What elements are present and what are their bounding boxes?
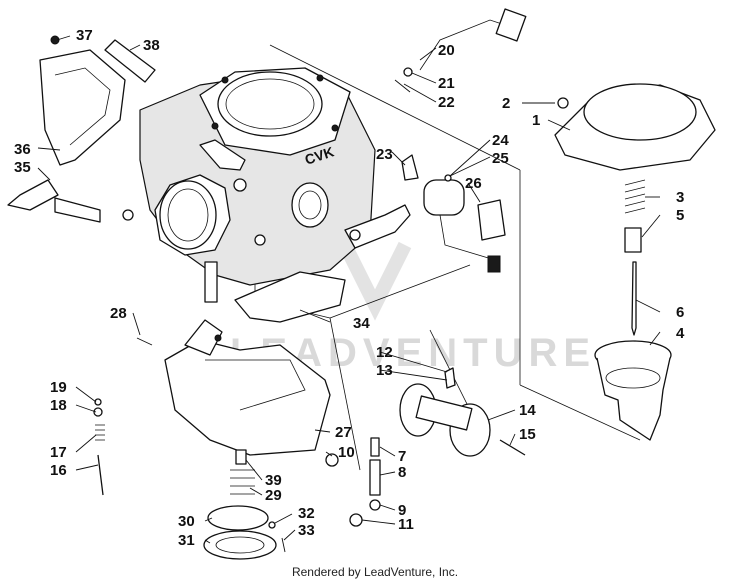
callout-12[interactable]: 12	[376, 344, 393, 361]
part-1-top-cover[interactable]	[554, 83, 716, 171]
callout-36[interactable]: 36	[14, 141, 31, 158]
callout-38[interactable]: 38	[143, 37, 160, 54]
part-31-cover[interactable]	[203, 530, 277, 560]
callout-5[interactable]: 5	[676, 207, 684, 224]
part-29-spring[interactable]	[230, 469, 255, 495]
part-35-cable[interactable]	[7, 179, 134, 223]
part-36-cover[interactable]	[39, 35, 126, 166]
callout-2[interactable]: 2	[502, 95, 510, 112]
callout-22[interactable]: 22	[438, 94, 455, 111]
part-33-screw[interactable]	[281, 537, 286, 553]
part-32-washer[interactable]	[268, 521, 276, 529]
part-4-slide[interactable]	[594, 340, 672, 441]
watermark-logo	[338, 241, 412, 321]
callout-28[interactable]: 28	[110, 305, 127, 322]
part-34-gasket[interactable]	[234, 271, 346, 323]
part-24-screw[interactable]	[444, 174, 452, 182]
part-19-o-ring[interactable]	[94, 398, 102, 406]
callout-19[interactable]: 19	[50, 379, 67, 396]
callout-1[interactable]: 1	[532, 112, 540, 129]
callout-18[interactable]: 18	[50, 397, 67, 414]
callout-20[interactable]: 20	[438, 42, 455, 59]
part-2-screw[interactable]	[557, 97, 569, 109]
callout-3[interactable]: 3	[676, 189, 684, 206]
part-27-float-bowl[interactable]	[164, 319, 331, 456]
part-8-needle-jet[interactable]	[369, 459, 381, 496]
part-30-diaphragm[interactable]	[207, 505, 269, 531]
part-15-float-pin[interactable]	[499, 439, 526, 456]
callout-10[interactable]: 10	[338, 444, 355, 461]
part-39-fitting[interactable]	[235, 449, 247, 465]
callout-33[interactable]: 33	[298, 522, 315, 539]
part-23-clip[interactable]	[401, 154, 419, 181]
callout-32[interactable]: 32	[298, 505, 315, 522]
callout-34[interactable]: 34	[353, 315, 370, 332]
callouts: 37 38 36 35 20 21 22 2 1 3 5 6 4 23 24 2…	[14, 27, 685, 549]
callout-29[interactable]: 29	[265, 487, 282, 504]
callout-39[interactable]: 39	[265, 472, 282, 489]
part-17-spring[interactable]	[95, 424, 105, 441]
part-28-screw[interactable]	[136, 337, 153, 346]
part-18-washer[interactable]	[93, 407, 103, 417]
callout-14[interactable]: 14	[519, 402, 536, 419]
credit-text: Rendered by LeadVenture, Inc.	[291, 565, 459, 579]
callout-21[interactable]: 21	[438, 75, 455, 92]
part-11-plug[interactable]	[349, 513, 363, 527]
callout-25[interactable]: 25	[492, 150, 509, 167]
callout-35[interactable]: 35	[14, 159, 31, 176]
part-5-retainer[interactable]	[624, 227, 642, 253]
part-16-pilot-screw[interactable]	[97, 454, 104, 496]
callout-26[interactable]: 26	[465, 175, 482, 192]
callout-16[interactable]: 16	[50, 462, 67, 479]
part-7-jet[interactable]	[370, 437, 380, 457]
callout-13[interactable]: 13	[376, 362, 393, 379]
drain-tube	[204, 261, 218, 303]
callout-27[interactable]: 27	[335, 424, 352, 441]
callout-37[interactable]: 37	[76, 27, 93, 44]
callout-30[interactable]: 30	[178, 513, 195, 530]
callout-23[interactable]: 23	[376, 146, 393, 163]
callout-6[interactable]: 6	[676, 304, 684, 321]
part-20-sensor[interactable]	[394, 8, 527, 93]
callout-31[interactable]: 31	[178, 532, 195, 549]
part-22-screw[interactable]	[394, 79, 411, 93]
part-37-screw[interactable]	[50, 35, 60, 45]
carburetor-body[interactable]: CVK	[139, 67, 411, 303]
part-26-choke[interactable]	[401, 154, 506, 273]
callout-4[interactable]: 4	[676, 325, 685, 342]
part-14-float[interactable]	[399, 383, 491, 457]
part-21-washer[interactable]	[403, 67, 413, 77]
callout-17[interactable]: 17	[50, 444, 67, 461]
callout-24[interactable]: 24	[492, 132, 509, 149]
part-6-jet-needle[interactable]	[631, 261, 637, 336]
part-10-drain[interactable]	[325, 453, 339, 467]
callout-8[interactable]: 8	[398, 464, 406, 481]
callout-11[interactable]: 11	[398, 516, 414, 533]
callout-15[interactable]: 15	[519, 426, 536, 443]
callout-7[interactable]: 7	[398, 448, 406, 465]
part-12-needle-valve[interactable]	[444, 367, 456, 389]
part-9-jet[interactable]	[369, 499, 381, 511]
reference-lines	[254, 44, 641, 471]
callout-9[interactable]: 9	[398, 502, 406, 519]
leader-lines	[37, 35, 661, 544]
part-38-hose[interactable]	[104, 39, 156, 83]
part-3-spring[interactable]	[624, 179, 646, 214]
